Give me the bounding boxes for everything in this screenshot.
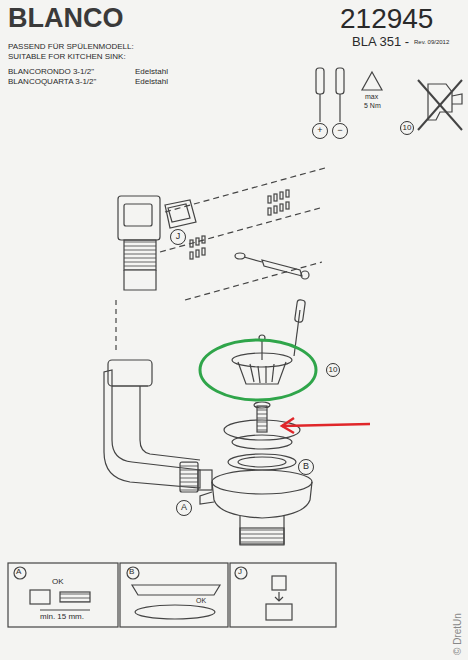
revision: Rev. 09/2012 [414, 39, 449, 46]
highlight-ellipse [200, 340, 316, 400]
material: Edelstahl [135, 78, 168, 87]
drain-body [200, 470, 312, 545]
no-drill-icon [418, 80, 462, 130]
drain-flange [224, 402, 300, 470]
dimension: min. 15 mm. [40, 613, 84, 622]
sink-model: BLANCOQUARTA 3-1/2" [8, 78, 96, 87]
drawing [8, 68, 462, 627]
callout-letter: J [170, 229, 186, 245]
panel-letter: A [16, 568, 21, 577]
pointer-arrow [282, 418, 370, 433]
size-callout: 10 [326, 363, 341, 378]
warning-triangle [362, 72, 382, 90]
sink-outline [160, 168, 325, 300]
header-note: SUITABLE FOR KITCHEN SINK: [8, 53, 126, 62]
ok-mark: OK [196, 597, 206, 605]
ok-mark: OK [52, 578, 64, 587]
overflow-head [118, 196, 196, 290]
sink-model: BLANCORONDO 3-1/2" [8, 68, 94, 77]
tool-symbol: + [312, 123, 328, 139]
tool-symbol: − [332, 123, 348, 139]
model-code: BLA 351 - [352, 35, 409, 49]
watermark: © DretUn [452, 613, 463, 655]
brand-title: BLANCO [8, 4, 124, 34]
size-callout: 10 [400, 121, 415, 136]
overflow-pipe [104, 300, 212, 492]
torque-note: 5 Nm [364, 102, 381, 110]
detail-panels [8, 563, 336, 627]
material: Edelstahl [135, 68, 168, 77]
slot-marks [190, 190, 289, 259]
panel-letter: B [129, 568, 134, 577]
callout-letter: A [176, 500, 192, 516]
callout-letter: B [298, 459, 314, 475]
part-number: 212945 [340, 4, 433, 35]
torque-note: max [365, 93, 378, 101]
panel-letter: J [238, 568, 242, 577]
header-note: PASSEND FÜR SPÜLENMODELL: [8, 43, 134, 52]
